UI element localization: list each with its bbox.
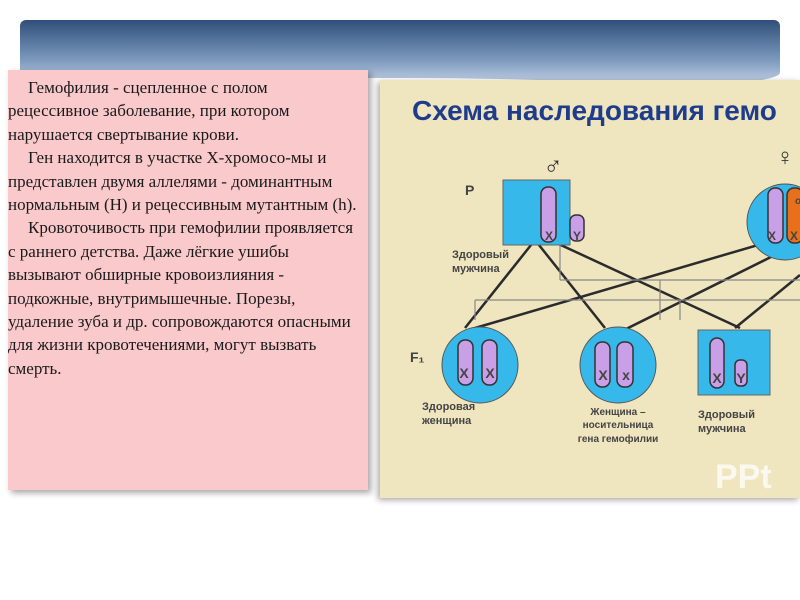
chromosome-label: X: [598, 367, 608, 383]
carrier-marker: o: [795, 196, 800, 207]
line: [734, 274, 800, 329]
father-x-chromosome: [540, 186, 557, 243]
diagram-background: [380, 80, 800, 498]
chromosome-label: Y: [736, 370, 746, 386]
mother-x-chromosome-carrier: [786, 187, 800, 244]
daughter-healthy-cell: [441, 326, 519, 404]
paragraph-symptoms: Кровоточивость при гемофилии проявляется…: [8, 218, 354, 378]
line: [464, 239, 536, 329]
line: [549, 238, 741, 330]
chromosome-label: X: [459, 365, 469, 381]
parent-generation-label: P: [465, 182, 474, 198]
grid-lines: [474, 240, 800, 320]
father-caption: Здоровый: [452, 249, 509, 261]
daughter-healthy-caption: Здоровая: [422, 401, 475, 413]
chromosome-label: Y: [573, 229, 581, 243]
chromosome: [457, 339, 474, 386]
female-symbol-icon: ♀: [776, 145, 794, 171]
text-content: Гемофилия - сцепленное с полом рецессивн…: [8, 76, 360, 380]
chromosome-label: x: [622, 367, 630, 383]
line: [619, 248, 786, 334]
chromosome: [594, 341, 611, 388]
chromosome-label: X: [712, 370, 722, 386]
diagram-svg: Схема наследования гемо P ♂ X Y Здоровый: [380, 80, 800, 498]
connection-lines: [464, 238, 800, 334]
father-y-chromosome: [569, 214, 585, 242]
line: [474, 238, 776, 330]
chromosome: [616, 341, 634, 388]
chromosome-label: X: [768, 229, 776, 243]
chromosome: [709, 337, 725, 389]
line: [534, 239, 606, 329]
daughter-carrier-caption: носительница: [583, 420, 654, 431]
paragraph-definition: Гемофилия - сцепленное с полом рецессивн…: [8, 78, 290, 144]
daughter-healthy-caption: женщина: [421, 415, 472, 427]
chromosome: [734, 359, 748, 387]
chromosome-label: X: [545, 229, 553, 243]
father-caption: мужчина: [452, 263, 501, 275]
diagram-title: Схема наследования гемо: [412, 95, 777, 126]
son-healthy-caption: мужчина: [698, 423, 747, 435]
father-cell: [502, 179, 571, 246]
chromosome-label: X: [790, 229, 798, 243]
chromosome-label: X: [485, 365, 495, 381]
watermark-logo: PPt: [715, 458, 772, 496]
son-healthy-caption: Здоровый: [698, 409, 755, 421]
chromosome: [481, 339, 498, 386]
daughter-carrier-caption: гена гемофилии: [578, 433, 659, 445]
inheritance-diagram: Схема наследования гемо P ♂ X Y Здоровый: [380, 80, 800, 498]
mother-x-chromosome: [767, 187, 784, 244]
male-symbol-icon: ♂: [543, 152, 563, 181]
son-healthy-cell: [697, 329, 771, 396]
paragraph-gene: Ген находится в участке Х-хромосо-мы и п…: [8, 148, 357, 215]
text-panel: [8, 70, 368, 490]
f1-generation-label: F₁: [410, 349, 425, 365]
daughter-carrier-caption: Женщина –: [589, 407, 646, 418]
